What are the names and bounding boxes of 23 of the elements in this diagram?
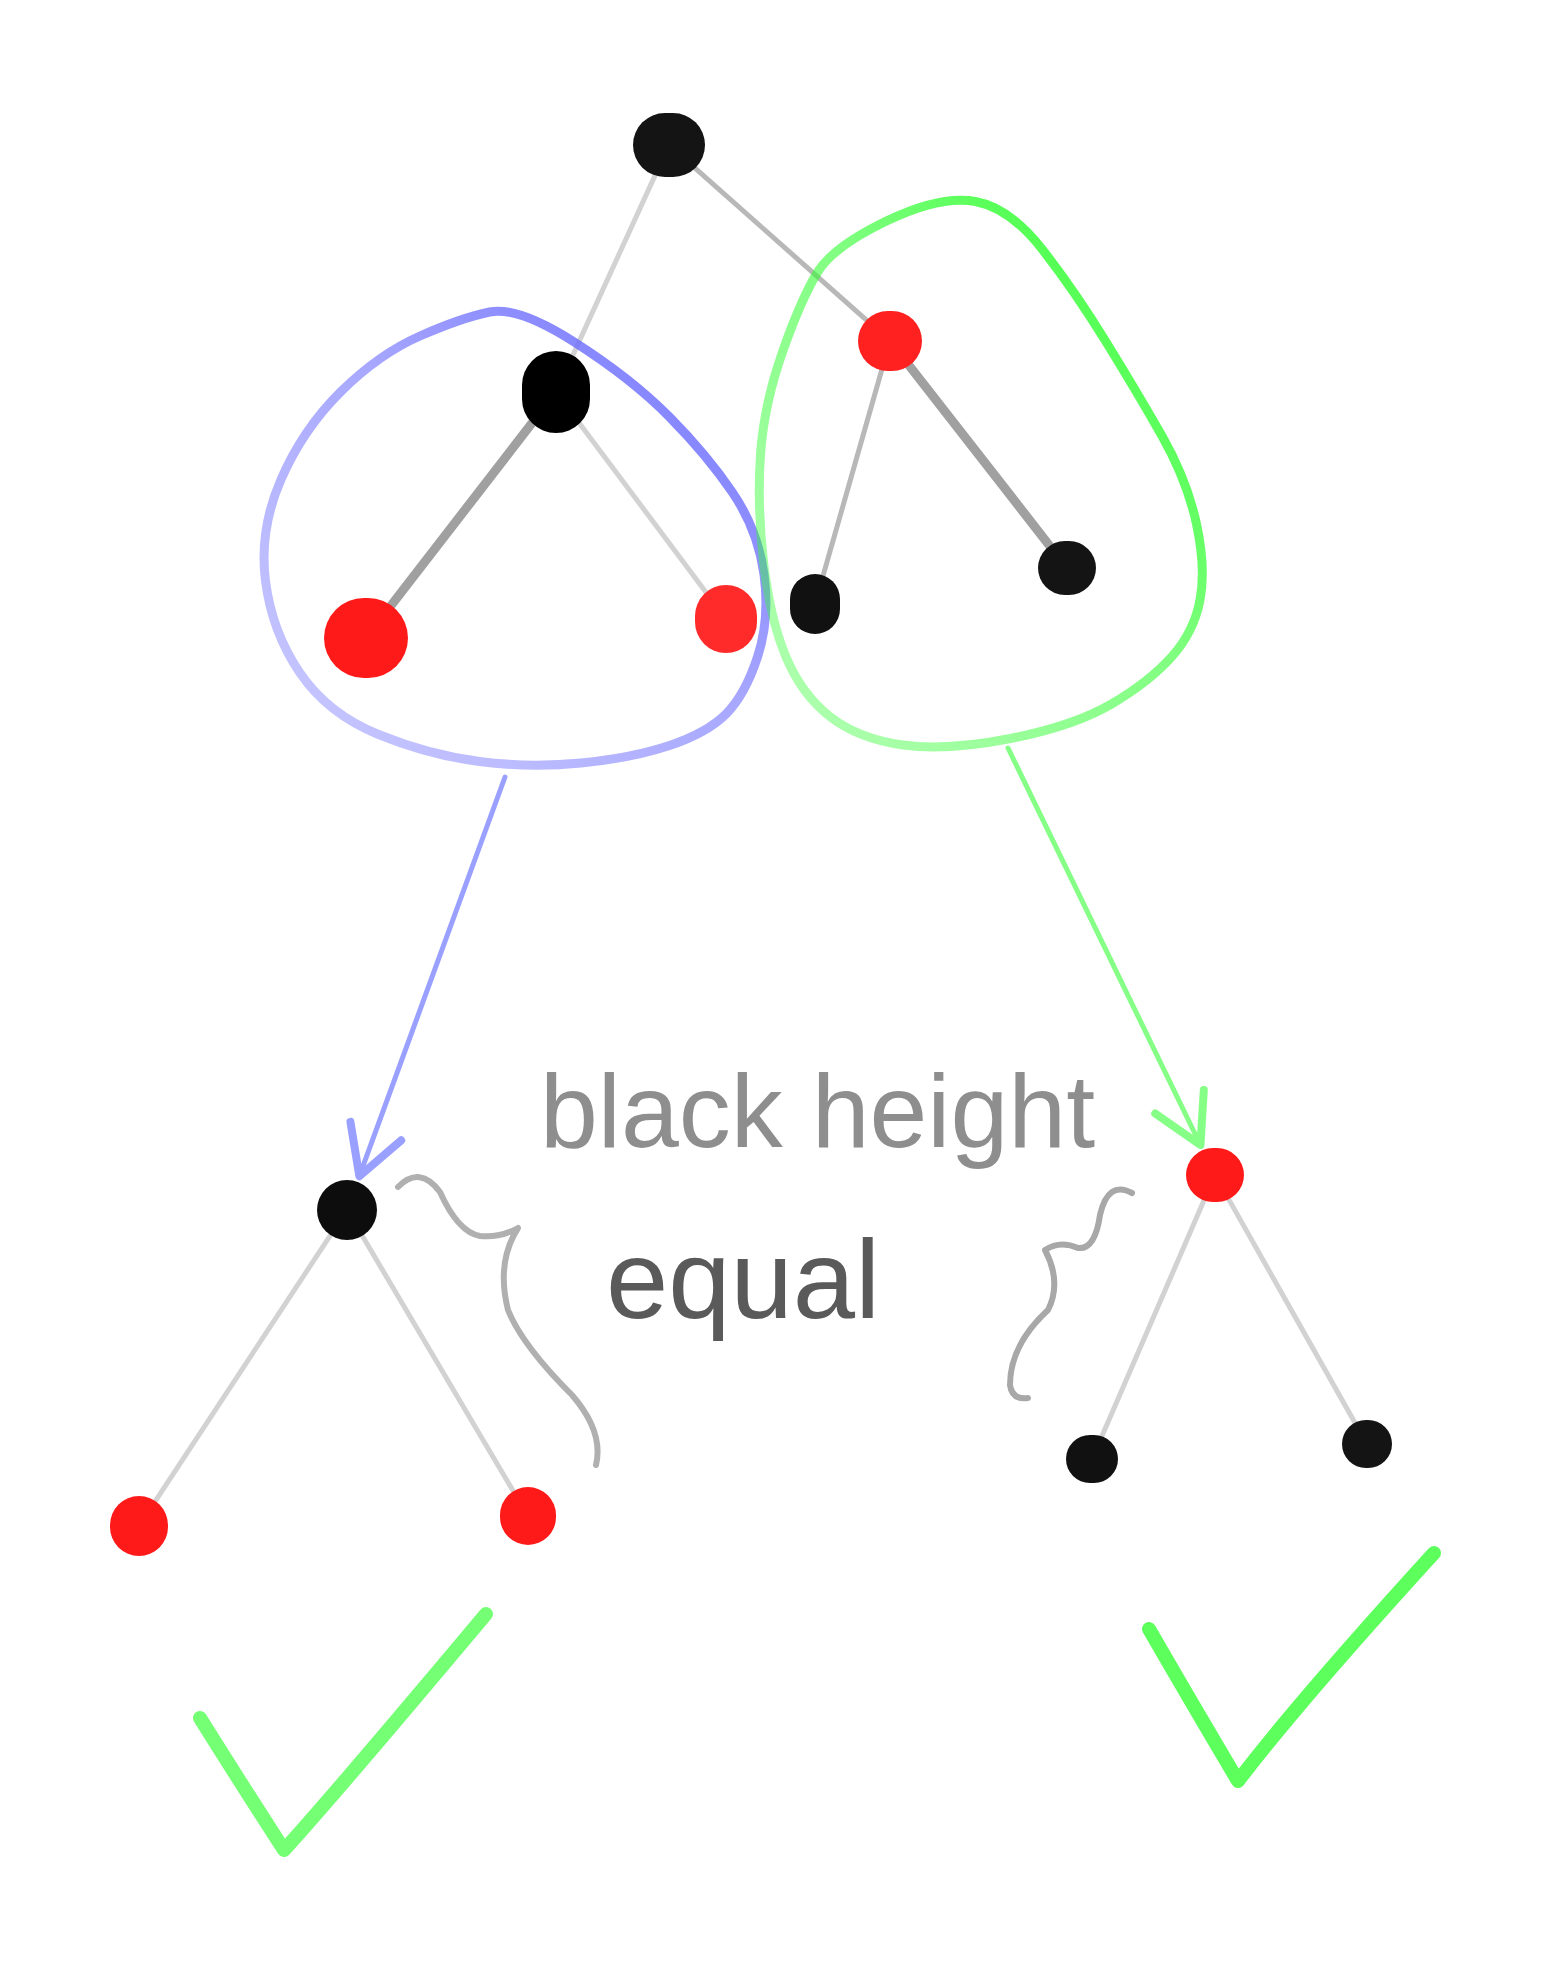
tree-node (858, 311, 922, 371)
tree-node (500, 1487, 556, 1545)
annotation-text: equal (606, 1216, 881, 1344)
tree-node (1342, 1420, 1392, 1468)
connector-line (1226, 1196, 1358, 1426)
arrow (1005, 745, 1208, 1149)
tree-node (790, 574, 840, 634)
connector-line (569, 172, 658, 359)
tree-node (1186, 1148, 1244, 1202)
tree-node (522, 351, 590, 433)
tree-node (695, 585, 757, 653)
tree-node (1038, 541, 1096, 595)
arrow (346, 774, 508, 1181)
connector-line (359, 1233, 516, 1494)
connector-line (576, 419, 709, 596)
connector-line (820, 367, 885, 579)
connector-line (692, 165, 870, 323)
tree-node (1066, 1435, 1118, 1483)
tree-node (110, 1496, 168, 1556)
tree-node (317, 1180, 377, 1240)
connector-line (152, 1232, 333, 1504)
annotation-text: black height (540, 1052, 1096, 1171)
tree-node (633, 113, 705, 177)
